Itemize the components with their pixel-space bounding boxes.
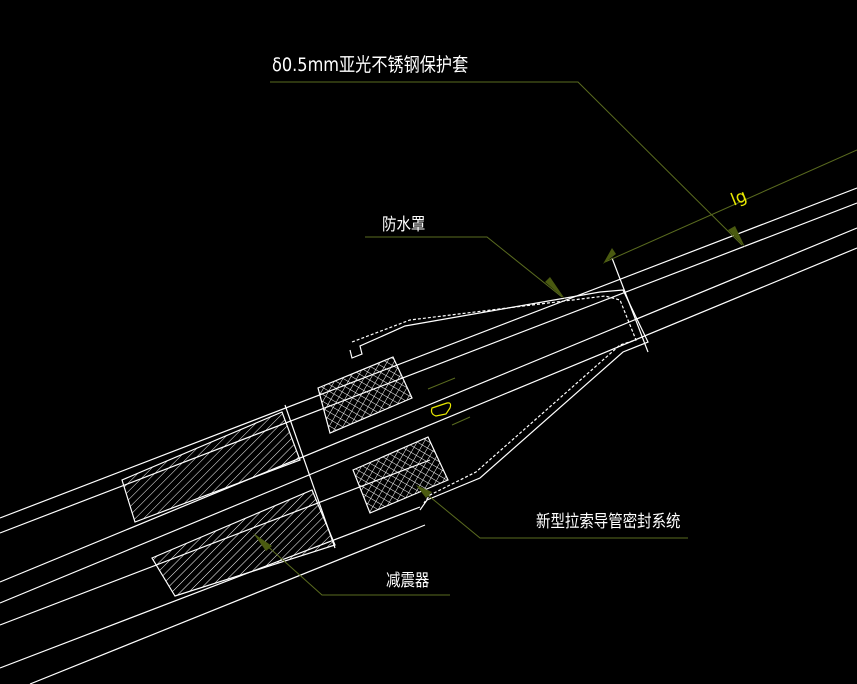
damper-upper (121, 411, 301, 523)
label-seal-system: 新型拉索导管密封系统 (536, 512, 681, 532)
damper-lower (151, 489, 336, 597)
tube-line (29, 524, 426, 684)
leader-damper (254, 534, 450, 596)
cable-line (0, 247, 857, 604)
tube-line (0, 506, 421, 669)
leader-sleeve (270, 81, 743, 246)
label-waterproof-cover: 防水罩 (382, 215, 426, 235)
cable-line (0, 227, 857, 583)
dimension-d-top (427, 377, 456, 390)
dimension-lg (604, 149, 857, 263)
waterproof-cover (349, 289, 649, 511)
leader-seal (417, 486, 688, 539)
seal-block-upper (317, 356, 413, 434)
diameter-mark (430, 402, 452, 417)
dimension-d-bottom (451, 416, 471, 426)
label-damper: 减震器 (386, 571, 430, 591)
arrowhead-icon (416, 485, 432, 498)
arrowhead-icon (603, 248, 616, 264)
seal-block-lower (352, 436, 449, 514)
outer-tube-line (0, 187, 857, 519)
leader-cover (365, 236, 563, 298)
arrowhead-icon (728, 226, 745, 247)
arrowhead-icon (253, 533, 272, 551)
arrowhead-icon (545, 277, 565, 299)
label-sleeve: δ0.5mm亚光不锈钢保护套 (272, 54, 469, 76)
